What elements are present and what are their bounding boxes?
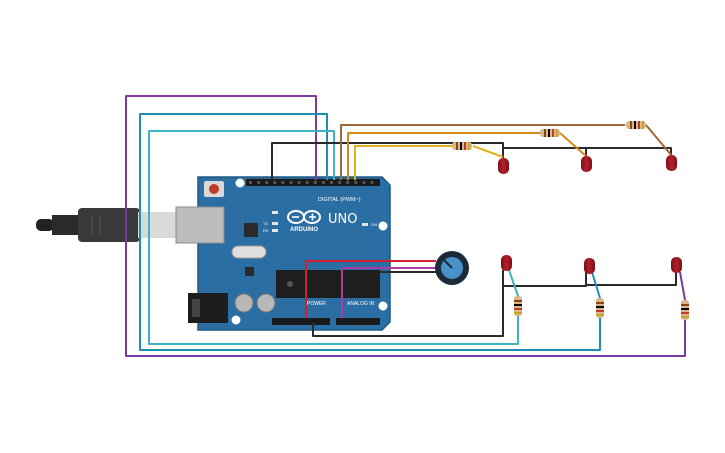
resistor-bottom-2[interactable] xyxy=(596,298,604,318)
wire-black-top-3[interactable] xyxy=(586,147,672,158)
capacitor xyxy=(256,293,276,313)
wire-led5-res[interactable] xyxy=(591,271,601,299)
arduino-brand: ARDUINO xyxy=(290,227,318,233)
analog-label: ANALOG IN xyxy=(347,301,375,307)
led-bottom-1[interactable] xyxy=(501,255,512,271)
on-led xyxy=(362,223,368,226)
led-bottom-2[interactable] xyxy=(584,258,595,274)
led-top-1[interactable] xyxy=(498,158,509,174)
usb-chip xyxy=(244,223,258,237)
digital-pin-hole[interactable] xyxy=(330,181,333,184)
digital-pin-hole[interactable] xyxy=(370,181,374,184)
digital-pin-hole[interactable] xyxy=(346,181,350,184)
digital-pin-hole[interactable] xyxy=(305,181,309,184)
wire-black-top-2[interactable] xyxy=(503,147,587,158)
wire-led6-res[interactable] xyxy=(679,271,686,301)
digital-pin-hole[interactable] xyxy=(362,181,366,184)
digital-pin-hole[interactable] xyxy=(289,181,293,184)
arduino-logo-icon xyxy=(287,210,321,224)
wire-black-top[interactable] xyxy=(271,142,504,180)
led-bottom-3[interactable] xyxy=(671,257,682,273)
rx-led xyxy=(272,229,278,232)
digital-pin-hole[interactable] xyxy=(281,181,285,184)
wire-brown[interactable] xyxy=(340,124,625,180)
digital-pin-hole[interactable] xyxy=(265,181,269,184)
wire-led4-res[interactable] xyxy=(508,269,519,297)
digital-pin-hole[interactable] xyxy=(257,181,261,184)
wire-black-bottom-2[interactable] xyxy=(503,272,587,287)
wire-orange[interactable] xyxy=(347,132,540,180)
potentiometer-icon[interactable] xyxy=(435,251,469,285)
tx-led xyxy=(272,222,278,225)
wire-blue[interactable] xyxy=(139,113,601,351)
uno-model: UNO xyxy=(328,212,357,227)
wire-res2-led[interactable] xyxy=(559,132,587,157)
mount-hole xyxy=(378,221,388,231)
wire-red[interactable] xyxy=(305,260,436,318)
mount-hole xyxy=(231,315,241,325)
led-top-2[interactable] xyxy=(581,156,592,172)
analog-header[interactable] xyxy=(336,318,380,325)
reset-button-cap[interactable] xyxy=(209,184,219,194)
mount-hole xyxy=(235,178,245,188)
tx-label: TX xyxy=(263,221,268,226)
power-label: POWER xyxy=(307,301,326,307)
digital-pin-hole[interactable] xyxy=(297,181,301,184)
usb-port xyxy=(175,206,225,244)
wire-yellow[interactable] xyxy=(354,145,452,180)
capacitor xyxy=(234,293,254,313)
digital-pin-hole[interactable] xyxy=(354,181,358,184)
digital-pin-hole[interactable] xyxy=(338,181,342,184)
wire-black-bottom[interactable] xyxy=(312,270,504,337)
wire-black-bottom-3[interactable] xyxy=(586,272,677,286)
resistor-top-1[interactable] xyxy=(626,121,646,129)
mount-hole xyxy=(378,301,388,311)
digital-pin-hole[interactable] xyxy=(273,181,277,184)
digital-pin-hole[interactable] xyxy=(313,181,317,184)
digital-pin-hole[interactable] xyxy=(321,181,325,184)
digital-pin-hole[interactable] xyxy=(249,181,252,184)
arduino-uno-board[interactable]: DIGITAL (PWM~) POWER ANALOG IN ARDUINO U… xyxy=(175,176,391,331)
wire-res3-led[interactable] xyxy=(472,145,504,158)
atmega-chip xyxy=(276,270,380,298)
wire-res1-led[interactable] xyxy=(645,124,673,157)
wire-magenta[interactable] xyxy=(341,267,436,318)
resistor-top-3[interactable] xyxy=(452,142,472,150)
crystal xyxy=(231,245,267,259)
digital-label: DIGITAL (PWM~) xyxy=(318,197,361,203)
wires[interactable] xyxy=(125,95,686,357)
resistor-bottom-3[interactable] xyxy=(681,300,689,320)
resistor-top-2[interactable] xyxy=(540,129,560,137)
wire-cyan[interactable] xyxy=(148,130,519,345)
digital-header[interactable] xyxy=(246,179,380,186)
on-label: ON xyxy=(371,222,377,227)
rx-label: RX xyxy=(263,228,269,233)
wire-purple[interactable] xyxy=(125,95,686,357)
power-header[interactable] xyxy=(272,318,330,325)
resistor-bottom-1[interactable] xyxy=(514,296,522,316)
l-led xyxy=(272,211,278,214)
led-top-3[interactable] xyxy=(666,155,677,171)
